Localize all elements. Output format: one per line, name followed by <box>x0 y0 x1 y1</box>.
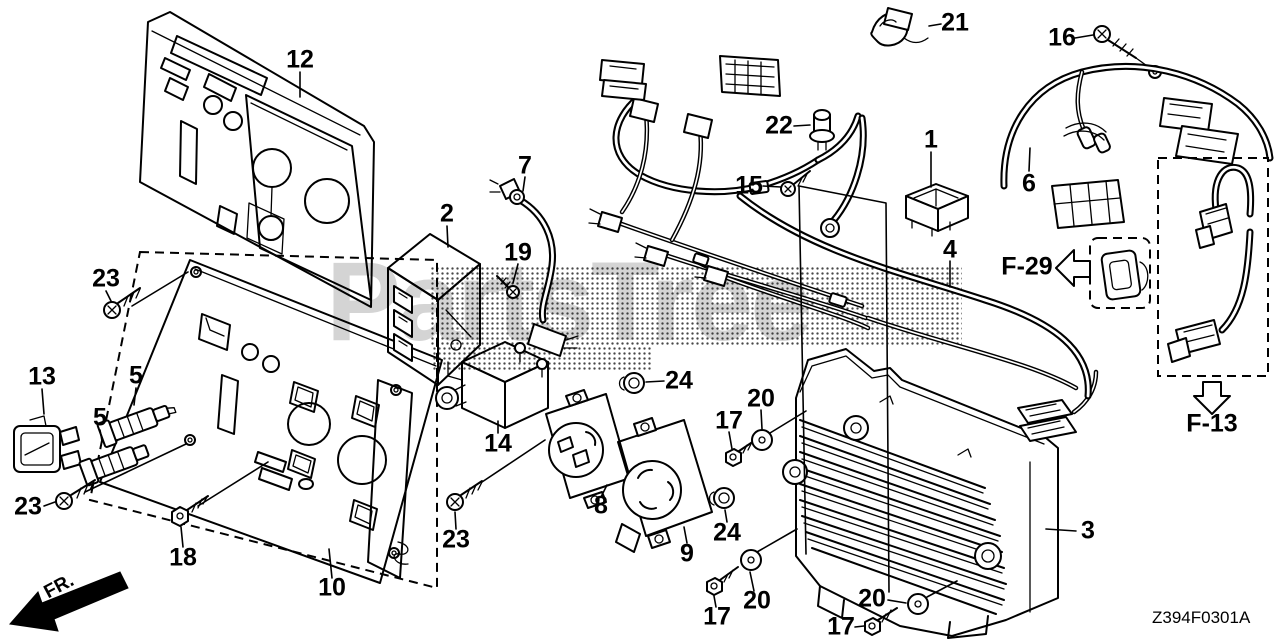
callout-19: 19 <box>504 238 532 267</box>
callout-21: 21 <box>941 8 969 37</box>
callout-13: 13 <box>28 362 56 391</box>
callout-16: 16 <box>1048 23 1076 52</box>
breaker-box-14-drawing <box>435 341 549 429</box>
screw-19-drawing <box>496 275 520 299</box>
callout-7: 7 <box>518 151 532 180</box>
receptacle-8-drawing <box>545 389 631 509</box>
ref-f13-drawing <box>1157 157 1269 415</box>
callout-20: 20 <box>747 384 775 413</box>
clip-21-drawing <box>870 7 929 47</box>
callout-14: 14 <box>484 429 512 458</box>
screw-23-right-drawing <box>446 480 483 511</box>
connector-1-drawing <box>905 183 969 237</box>
switch-13-drawing <box>13 415 82 473</box>
ref-label-f-29: F-29 <box>1001 252 1053 281</box>
bolt-22-drawing <box>809 109 835 151</box>
callout-4: 4 <box>943 235 957 264</box>
breaker-5-upper-drawing <box>96 404 177 448</box>
callout-15: 15 <box>735 171 763 200</box>
callout-17: 17 <box>715 406 743 435</box>
back-panel-12-drawing <box>139 11 375 308</box>
receptacle-9-drawing <box>615 417 713 553</box>
callout-22: 22 <box>765 111 793 140</box>
inverter-3-drawing <box>782 348 1059 639</box>
screw-23-mid-drawing <box>55 479 96 510</box>
washer-20b-drawing <box>740 549 762 571</box>
callout-12: 12 <box>286 45 314 74</box>
callout-23: 23 <box>442 525 470 554</box>
control-unit-2-drawing <box>387 233 481 386</box>
washer-20a-drawing <box>751 429 773 451</box>
ref-f29-drawing <box>1055 237 1151 309</box>
ref-label-f-13: F-13 <box>1186 409 1238 438</box>
callout-8: 8 <box>594 491 608 520</box>
halftone-pattern <box>430 266 962 346</box>
f13-arrow-down-icon <box>1193 381 1231 415</box>
washer-20c-drawing <box>907 593 929 615</box>
leader-lines <box>41 23 1094 628</box>
harness-connectors-drawing <box>1017 369 1099 442</box>
bolt-17a-drawing <box>725 438 758 467</box>
screw-15-drawing <box>780 170 811 197</box>
ground-lead-7-drawing <box>489 178 579 357</box>
callout-17: 17 <box>827 612 855 640</box>
bolt-18-drawing <box>171 495 209 527</box>
callout-18: 18 <box>169 543 197 572</box>
diagram-part-code: Z394F0301A <box>1152 608 1251 627</box>
callout-6: 6 <box>1022 169 1036 198</box>
bolt-17c-drawing <box>864 607 898 636</box>
bolt-17b-drawing <box>706 566 739 596</box>
callout-20: 20 <box>858 584 886 613</box>
callout-10: 10 <box>318 573 346 602</box>
sub-harness-6-drawing <box>1000 63 1274 229</box>
breaker-5-lower-drawing <box>78 444 150 487</box>
grommet-24-lower-drawing <box>708 487 735 509</box>
grommet-24-upper-drawing <box>618 372 645 394</box>
callout-9: 9 <box>680 539 694 568</box>
front-direction-arrow-icon <box>9 571 129 632</box>
callout-17: 17 <box>703 602 731 631</box>
callout-23: 23 <box>14 492 42 521</box>
screw-23-top-drawing <box>103 287 141 319</box>
callout-5: 5 <box>93 403 107 432</box>
callout-24: 24 <box>713 518 741 547</box>
callout-23: 23 <box>92 264 120 293</box>
callout-20: 20 <box>743 586 771 615</box>
callout-3: 3 <box>1081 516 1095 545</box>
wire-harness-4-drawing <box>588 55 1092 593</box>
callout-1: 1 <box>924 125 938 154</box>
callout-24: 24 <box>665 366 693 395</box>
callout-5: 5 <box>129 361 143 390</box>
callout-2: 2 <box>440 199 454 228</box>
f29-arrow-left-icon <box>1055 249 1091 287</box>
